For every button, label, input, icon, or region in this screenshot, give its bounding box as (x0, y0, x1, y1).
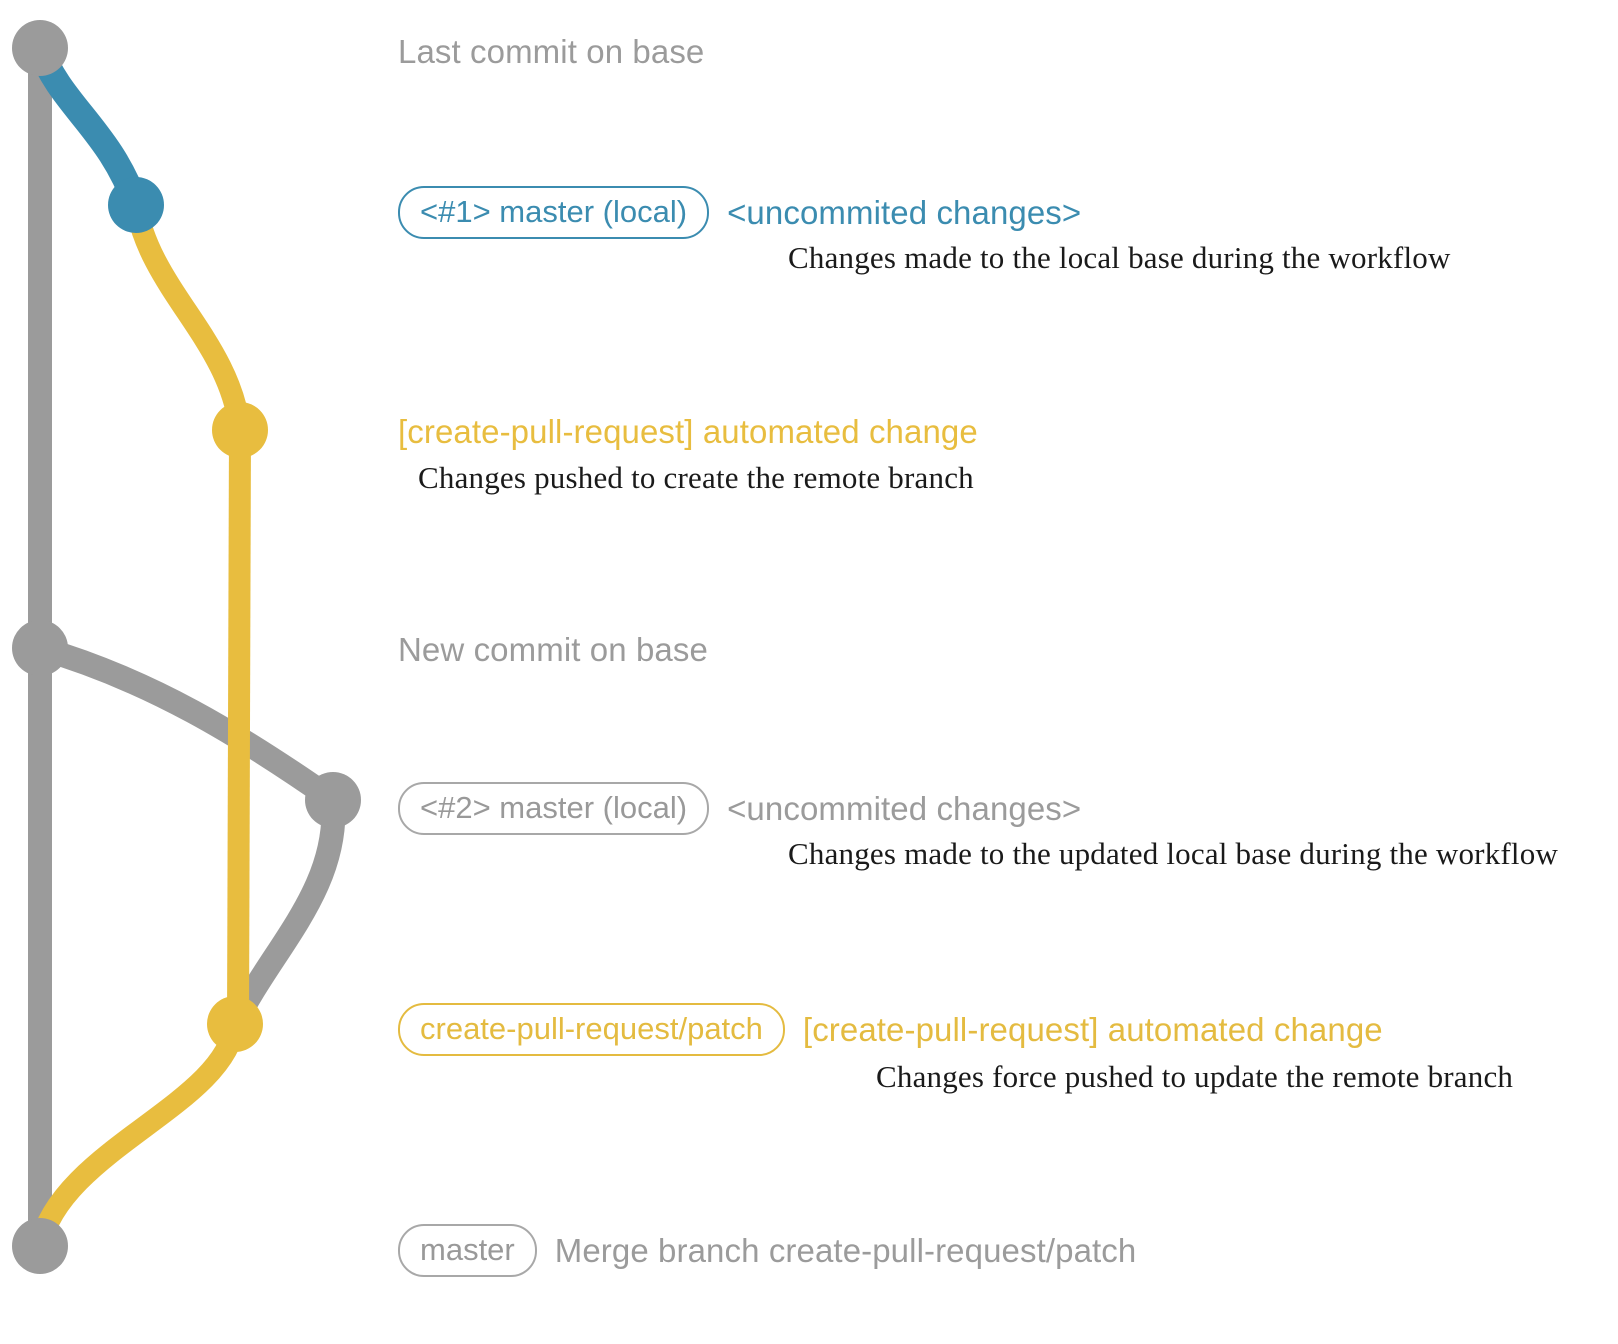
branch-badge-patch[interactable]: create-pull-request/patch (398, 1003, 785, 1056)
commit-subject-automated-1: [create-pull-request] automated change (398, 413, 978, 450)
note-local-1: Changes made to the local base during th… (788, 240, 1451, 275)
note-patch-force-push: Changes force pushed to update the remot… (876, 1059, 1514, 1094)
git-graph-canvas (12, 20, 361, 1274)
note-automated-1: Changes pushed to create the remote bran… (418, 460, 974, 495)
row-master-merge: master Merge branch create-pull-request/… (398, 1224, 1136, 1277)
commit-node-master-head[interactable] (12, 1218, 68, 1274)
commit-node-new-base[interactable] (12, 620, 68, 676)
row-new-commit-on-base: New commit on base (398, 631, 708, 669)
commit-node-local-1[interactable] (108, 177, 164, 233)
note-local-2: Changes made to the updated local base d… (788, 836, 1559, 871)
commit-subject-local-1: <uncommited changes> (727, 193, 1082, 231)
commit-node-patch-1[interactable] (212, 402, 268, 458)
branch-badge-master[interactable]: master (398, 1224, 537, 1277)
edge-merge-to-patch (223, 788, 346, 1036)
edge-patch-to-master (29, 1013, 246, 1257)
commit-subject-new-base: New commit on base (398, 631, 708, 668)
commit-node-local-2[interactable] (305, 772, 361, 828)
row-automated-change-1: [create-pull-request] automated change (398, 413, 978, 451)
commit-subject-automated-2: [create-pull-request] automated change (802, 1010, 1383, 1048)
commit-node-patch-2[interactable] (207, 996, 263, 1052)
edge-local1-to-patch1 (125, 194, 251, 441)
branch-badge-local-1[interactable]: <#1> master (local) (398, 186, 710, 239)
commit-node-last-base[interactable] (12, 20, 68, 76)
commit-subject-merge: Merge branch create-pull-request/patch (554, 1231, 1137, 1269)
commit-subject-local-2: <uncommited changes> (727, 789, 1082, 827)
row-patch-branch: create-pull-request/patch [create-pull-r… (398, 1003, 1383, 1056)
branch-badge-local-2[interactable]: <#2> master (local) (398, 782, 710, 835)
edge-base-to-merge (28, 636, 345, 812)
row-local-2: <#2> master (local) <uncommited changes> (398, 782, 1081, 835)
edge-patch-lane (227, 429, 251, 1025)
row-last-commit-on-base: Last commit on base (398, 33, 704, 71)
row-local-1: <#1> master (local) <uncommited changes> (398, 186, 1081, 239)
commit-subject-last-base: Last commit on base (398, 33, 705, 70)
